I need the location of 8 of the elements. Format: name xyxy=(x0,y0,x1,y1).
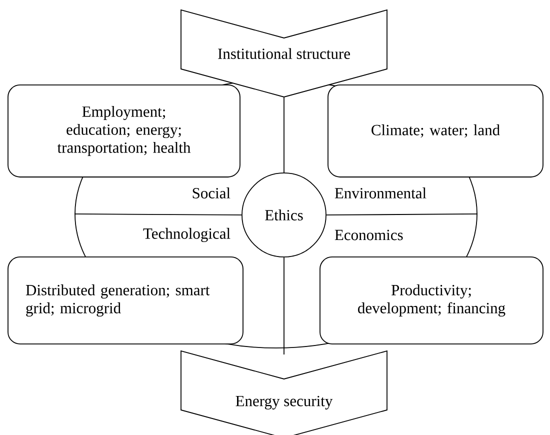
quadrant-label: Technological xyxy=(143,228,230,242)
rounded-box: Climate; water; land xyxy=(328,84,544,178)
quadrant-label: Social xyxy=(192,188,230,198)
quadrant-label: Economics xyxy=(334,230,403,240)
quadrant-label: Environmental xyxy=(334,188,426,198)
rounded-box: Productivity; development; financing xyxy=(320,256,544,344)
rounded-box: Distributed generation; smart grid; microgrid xyxy=(8,256,244,344)
rounded-box: Employment; education; energy; transportation; health xyxy=(8,84,240,178)
